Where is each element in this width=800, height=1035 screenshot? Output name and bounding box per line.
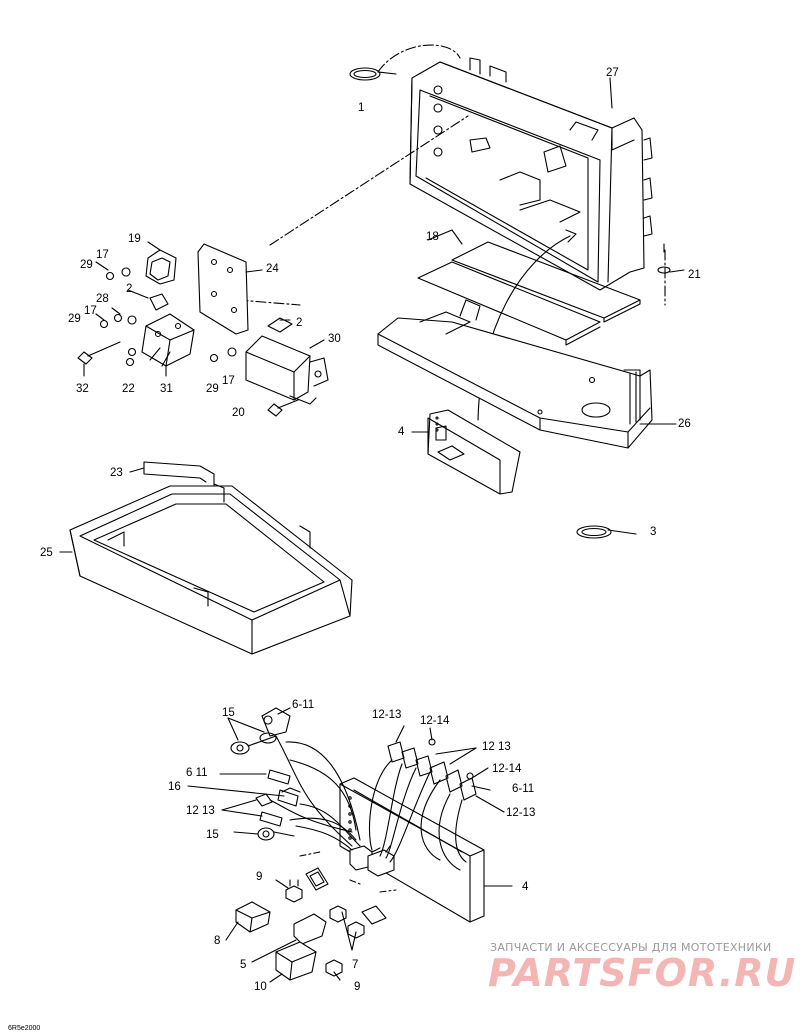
- mounting-bracket-24: [197, 243, 263, 335]
- callout-9: 9: [256, 871, 262, 883]
- callout-18: 18: [426, 231, 439, 243]
- assembly-leader-lines: [237, 44, 666, 306]
- figure-code: 6R5e2000: [8, 1025, 40, 1032]
- screw-21: [657, 243, 685, 274]
- watermark-brand: PARTSFOR.RU: [488, 951, 797, 995]
- callout-29: 29: [80, 259, 93, 271]
- fuses-and-holders: [225, 867, 387, 983]
- callout-20: 20: [232, 407, 245, 419]
- callout-15: 15: [222, 707, 235, 719]
- callout-25: 25: [40, 547, 53, 559]
- callout-12-13: 12-13: [372, 709, 401, 721]
- bolt-20: [267, 399, 299, 417]
- cable-tie-3: [576, 525, 637, 539]
- callout-17: 17: [96, 249, 109, 261]
- callout-2: 2: [126, 283, 132, 295]
- callout-17: 17: [84, 305, 97, 317]
- callout-1: 1: [358, 102, 364, 114]
- callout-4: 4: [398, 426, 405, 438]
- callout-27: 27: [606, 67, 619, 79]
- callout-24: 24: [266, 263, 279, 275]
- callout-30: 30: [328, 333, 341, 345]
- callout-32: 32: [76, 383, 89, 395]
- callout-3: 3: [650, 526, 656, 538]
- cable-tie-1: [349, 67, 397, 81]
- callout-12-13: 12 13: [186, 805, 215, 817]
- callout-28: 28: [96, 293, 109, 305]
- foam-pads-18: [417, 229, 641, 346]
- terminals-right: [387, 725, 505, 813]
- callout-22: 22: [122, 383, 135, 395]
- solenoid-31: [141, 313, 195, 377]
- callout-23: 23: [110, 467, 123, 479]
- callout-19: 19: [128, 233, 141, 245]
- callout-16: 16: [168, 781, 181, 793]
- callout-15: 15: [206, 829, 219, 841]
- callout-4: 4: [522, 881, 529, 893]
- terminals-left: [230, 707, 301, 841]
- callout-12-13: 12-13: [506, 807, 535, 819]
- callout-5: 5: [240, 959, 246, 971]
- callout-8: 8: [214, 935, 220, 947]
- fasteners-17-28-29-2: [95, 261, 293, 367]
- connector-plugs: [349, 845, 395, 877]
- callout-2: 2: [296, 317, 302, 329]
- callout-10: 10: [254, 981, 267, 993]
- callout-9: 9: [354, 981, 360, 993]
- watermark-tagline: ЗАПЧАСТИ И АКСЕССУАРЫ ДЛЯ МОТОТЕХНИКИ: [490, 941, 772, 954]
- tray-25: [59, 483, 353, 655]
- callout-29: 29: [206, 383, 219, 395]
- callout-6-11: 6-11: [512, 783, 534, 795]
- callout-12-14: 12-14: [492, 763, 522, 775]
- callout-12-13: 12 13: [482, 741, 511, 753]
- callout-26: 26: [678, 418, 691, 430]
- bolt-32: [77, 341, 121, 377]
- callout-6-11: 6-11: [292, 699, 314, 711]
- callout-7: 7: [352, 959, 358, 971]
- callout-29: 29: [68, 313, 81, 325]
- callout-17: 17: [222, 375, 235, 387]
- wire-harness: [269, 735, 467, 871]
- module-4-top: [411, 409, 521, 495]
- base-plate-26: [377, 299, 677, 449]
- callout-31: 31: [160, 383, 173, 395]
- starter-relay-30: [245, 335, 329, 405]
- module-4-bottom: [339, 777, 513, 923]
- strap-23: [129, 461, 215, 491]
- relay-19: [145, 241, 177, 285]
- bottom-leader-lines: [187, 707, 291, 835]
- callout-12-14: 12-14: [420, 715, 450, 727]
- electrical-box-cover: [409, 57, 653, 291]
- callout-21: 21: [688, 269, 701, 281]
- callout-6-11: 6 11: [186, 767, 208, 779]
